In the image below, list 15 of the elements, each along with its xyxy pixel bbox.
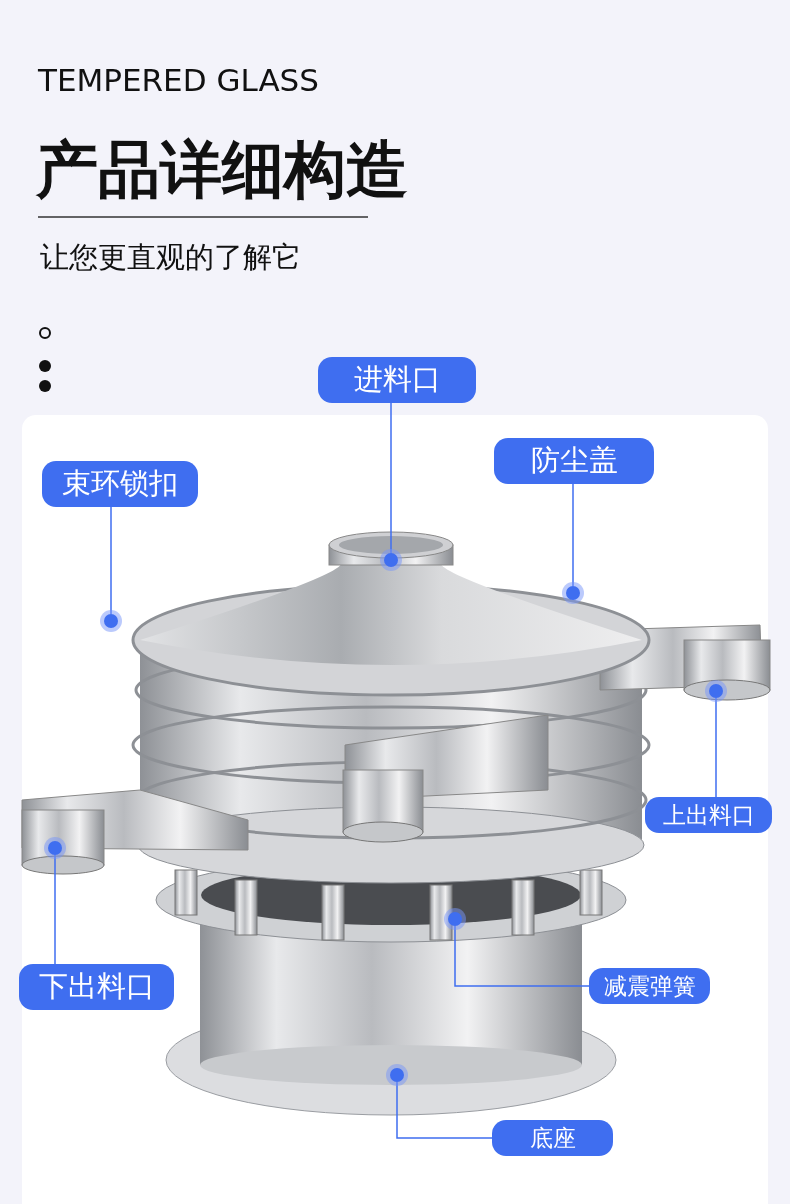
callout-label: 下出料口 bbox=[19, 964, 174, 1010]
callout-label: 防尘盖 bbox=[494, 438, 654, 484]
leader-line bbox=[54, 854, 56, 965]
leader-line bbox=[396, 1081, 493, 1139]
leader-line bbox=[390, 402, 392, 554]
callout-label: 上出料口 bbox=[645, 797, 772, 833]
page-title: 产品详细构造 bbox=[36, 132, 408, 208]
callout-label: 减震弹簧 bbox=[589, 968, 710, 1004]
subtitle: 让您更直观的了解它 bbox=[40, 239, 301, 276]
leader-line bbox=[110, 506, 112, 615]
leader-line bbox=[572, 483, 574, 587]
callout-label: 进料口 bbox=[318, 357, 476, 403]
english-heading: TEMPERED GLASS bbox=[38, 62, 319, 98]
callout-label: 束环锁扣 bbox=[42, 461, 198, 507]
callout-label: 底座 bbox=[492, 1120, 613, 1156]
